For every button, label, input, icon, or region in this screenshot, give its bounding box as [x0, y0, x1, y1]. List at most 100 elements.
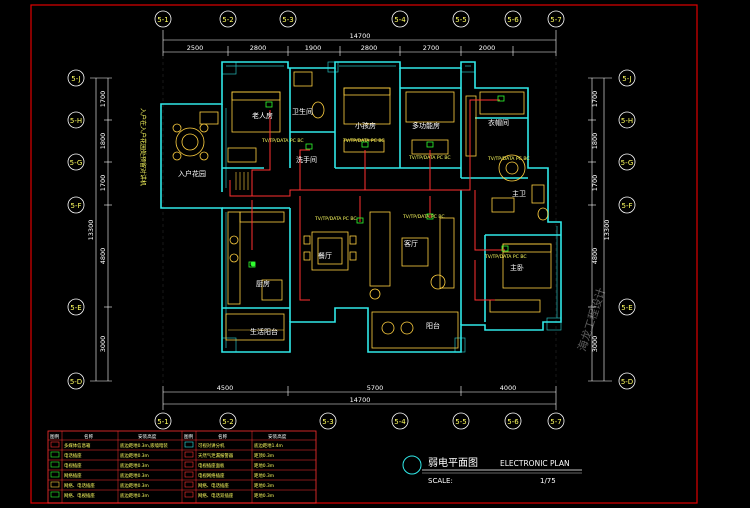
- dimension-segment: 4500: [217, 384, 234, 392]
- annotation-label: TV/TP/DATA PC BC: [314, 216, 357, 222]
- axis-label: 5-E: [70, 304, 81, 312]
- axis-bubble: 5-E: [67, 298, 85, 316]
- legend-symbol: [50, 491, 60, 498]
- dimension-segment: 1700: [99, 91, 107, 108]
- axis-label: 5-E: [621, 304, 632, 312]
- dimension-segment: 2700: [423, 44, 440, 52]
- legend-symbol: [50, 471, 60, 478]
- axis-bubble: 5-2: [219, 10, 237, 28]
- drawing-frame: [30, 4, 698, 504]
- annotation-label: TV/TP/DATA PC BC: [487, 156, 530, 162]
- dimension-segment: 4800: [591, 248, 599, 265]
- axis-label: 5-F: [621, 202, 632, 210]
- room-label-entry-garden: 入户花园: [178, 169, 206, 178]
- legend-cell: 底边距地0.3m: [120, 462, 149, 469]
- legend-cell: 天然气泄漏报警器: [198, 452, 234, 459]
- legend-cell: 可视对讲分机: [198, 442, 225, 449]
- axis-label: 5-6: [507, 16, 519, 24]
- axis-bubble: 5-G: [67, 153, 85, 171]
- legend-cell: 底边距地0.3m: [120, 472, 149, 479]
- room-label-elder: 老人房: [252, 111, 273, 120]
- top-axis-bubbles: 5-1 5-2 5-3 5-4 5-5 5-6 5-7: [154, 10, 565, 28]
- axis-label: 5-D: [70, 378, 82, 386]
- legend-cell: 网络、电话插座: [198, 482, 229, 489]
- legend-cell: 网络、电视插座: [64, 492, 95, 499]
- axis-label: 5-4: [394, 16, 406, 24]
- axis-label: 5-2: [222, 16, 233, 24]
- annotation-label: TV/TP/DATA PC BC: [408, 155, 451, 161]
- room-label-small: 小孩房: [355, 121, 376, 130]
- left-dimensions: 13300 1700 1800 1700 4800 3000: [87, 77, 112, 382]
- legend-symbol: [50, 441, 60, 448]
- annotation-label: TV/TP/DATA PC BC: [402, 214, 445, 220]
- bottom-axis-bubbles: 5-1 5-2 5-3 5-4 5-5 5-6 5-7: [154, 412, 565, 430]
- axis-label: 5-5: [455, 16, 466, 24]
- room-label-living: 客厅: [404, 239, 418, 248]
- dimension-segment: 5700: [367, 384, 384, 392]
- dimension-total: 13300: [603, 220, 611, 241]
- axis-bubble: 5-D: [67, 372, 85, 390]
- room-labels: 老人房 卫生间 小孩房 多功能房 衣帽间 洗手间 入户花园 餐厅 客厅 厨房 主…: [139, 107, 526, 336]
- axis-label: 5-4: [394, 418, 406, 426]
- axis-label: 5-7: [550, 418, 561, 426]
- axis-bubble: 5-5: [452, 412, 470, 430]
- legend-cell: 网络、电话双插座: [198, 492, 234, 499]
- dimension-total: 14700: [350, 396, 371, 404]
- axis-label: 5-D: [621, 378, 633, 386]
- axis-bubble: 5-D: [618, 372, 636, 390]
- dimension-segment: 4000: [500, 384, 517, 392]
- legend-header: 图例: [184, 433, 194, 440]
- axis-bubble: 5-6: [504, 412, 522, 430]
- right-axis-bubbles: 5-J 5-H 5-G 5-F 5-E 5-D: [618, 69, 636, 390]
- annotations: TV/TP/DATA PC BC TV/TP/DATA PC BC TV/TP/…: [261, 138, 530, 260]
- legend-symbol: [184, 461, 194, 468]
- dimension-segment: 2500: [187, 44, 204, 52]
- dimension-segment: 2800: [250, 44, 267, 52]
- dimension-segment: 1700: [591, 175, 599, 192]
- axis-bubble: 5-1: [154, 10, 172, 28]
- axis-label: 5-J: [71, 75, 80, 83]
- axis-label: 5-5: [455, 418, 466, 426]
- axis-bubble: 5-F: [67, 196, 85, 214]
- left-axis-bubbles: 5-J 5-H 5-G 5-F 5-E 5-D: [67, 69, 85, 390]
- legend-symbol: [50, 481, 60, 488]
- legend-symbol: [184, 491, 194, 498]
- axis-bubble: 5-2: [219, 412, 237, 430]
- title-english: ELECTRONIC PLAN: [500, 459, 570, 468]
- dimension-segment: 1700: [99, 175, 107, 192]
- dimension-total: 14700: [350, 32, 371, 40]
- axis-label: 5-1: [157, 418, 168, 426]
- axis-label: 5-H: [70, 117, 82, 125]
- wall-hatching: [221, 61, 562, 353]
- dimension-segment: 2000: [479, 44, 496, 52]
- axis-bubble: 5-H: [67, 111, 85, 129]
- axis-label: 5-2: [222, 418, 233, 426]
- furniture: [172, 71, 552, 349]
- axis-bubble: 5-F: [618, 196, 636, 214]
- legend-cell: 距顶0.3m: [254, 453, 274, 459]
- legend-cell: 网络、电话插座: [64, 482, 95, 489]
- dimension-segment: 1900: [305, 44, 322, 52]
- dimension-segment: 4800: [99, 248, 107, 265]
- axis-bubble: 5-3: [319, 412, 337, 430]
- legend-cell: 底边距地0.3m,嵌墙暗装: [120, 442, 168, 449]
- room-label-kitchen: 厨房: [256, 279, 270, 288]
- dimension-segment: 3000: [591, 336, 599, 353]
- legend-header: 名称: [84, 433, 94, 440]
- walls: [160, 61, 562, 353]
- scale-value: 1/75: [540, 477, 556, 485]
- axis-bubble: 5-1: [154, 412, 172, 430]
- legend-header: 名称: [218, 433, 228, 440]
- axis-label: 5-F: [70, 202, 81, 210]
- dimension-segment: 1800: [591, 133, 599, 150]
- room-label-multi: 多功能房: [412, 121, 440, 130]
- dimension-segment: 3000: [99, 336, 107, 353]
- legend-cell: 电视插座面板: [198, 462, 225, 469]
- wiring-runs: [229, 99, 505, 301]
- right-dimensions: 13300 1700 1800 1700 4800 3000: [588, 77, 612, 382]
- legend-cell: 电视网络插座: [198, 472, 225, 479]
- dimension-segment: 2800: [361, 44, 378, 52]
- axis-bubble: 5-5: [452, 10, 470, 28]
- axis-label: 5-G: [621, 159, 634, 167]
- legend-cell: 多媒体信息箱: [64, 442, 91, 449]
